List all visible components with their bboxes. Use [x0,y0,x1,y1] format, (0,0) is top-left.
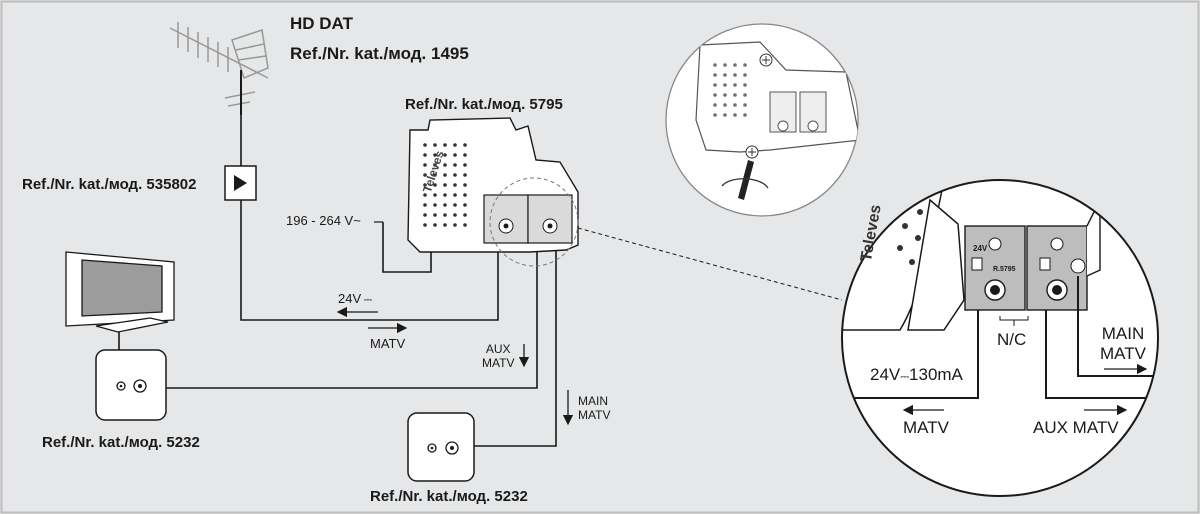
terminal-detail-circle [841,179,1159,497]
television-icon [65,251,175,333]
play-icon [234,175,247,191]
amplifier-ref: Ref./Nr. kat./мод. 5795 [405,96,563,113]
power-supply [224,165,257,201]
detail-power-current-label: 24V⎓130mA [870,365,963,384]
power-supply-voltage: 196 - 264 V~ [286,213,361,228]
power-supply-ref: Ref./Nr. kat./мод. 535802 [22,176,197,193]
detail-nc-label: N/C [997,330,1027,349]
outlet-right-ref: Ref./Nr. kat./мод. 5232 [370,488,528,505]
wall-outlet-right [407,412,475,482]
detail-model-code: R.5795 [993,266,1016,273]
antenna-ref: Ref./Nr. kat./мод. 1495 [290,44,469,63]
detail-matv-label: MATV [903,418,949,437]
installation-zoom-circle [665,23,859,217]
wall-outlet-left [95,349,167,421]
flow-arrows [336,306,574,426]
detail-port-voltage: 24V [973,244,988,253]
detail-aux-matv-label: AUX MATV [1033,418,1119,437]
antenna-icon [169,22,269,115]
outlet-left-ref: Ref./Nr. kat./мод. 5232 [42,434,200,451]
antenna-title: HD DAT [290,14,353,33]
main-line-signal-label: MATV [370,336,406,351]
main-line-power-label: 24V ⎓ [338,291,372,306]
amplifier-unit [407,117,579,267]
